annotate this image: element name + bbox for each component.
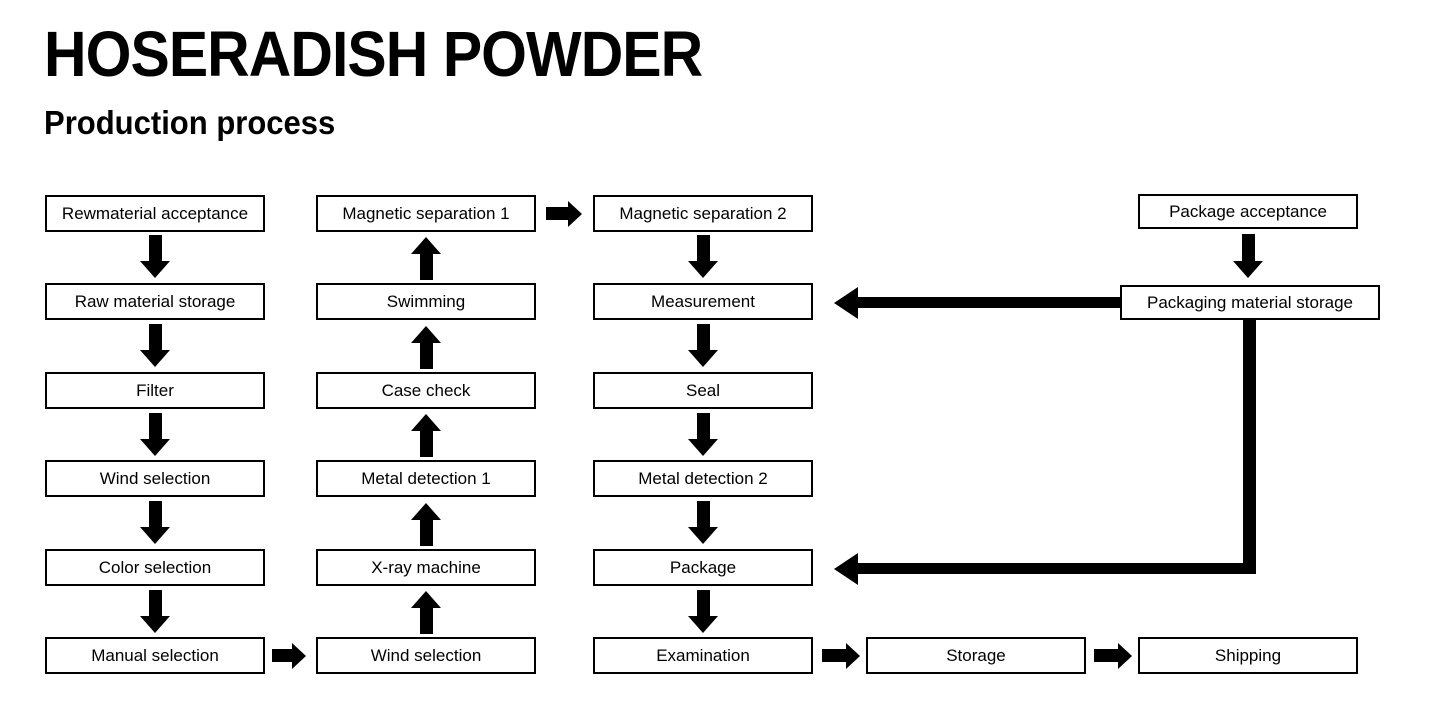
arrow-up-c2-r3 [410,414,442,457]
node-measurement[interactable]: Measurement [593,283,813,320]
arrow-left-packaging-to-package [834,552,1256,585]
arrow-right-storage-to-shipping [1094,639,1132,672]
arrow-down-c3-r5 [687,590,719,633]
arrow-down-c1-r5 [139,590,171,633]
arrow-left-packaging-to-measurement [834,286,1124,319]
node-manual-selection[interactable]: Manual selection [45,637,265,674]
node-filter[interactable]: Filter [45,372,265,409]
node-case-check[interactable]: Case check [316,372,536,409]
node-metal-detection-1[interactable]: Metal detection 1 [316,460,536,497]
arrow-right-magnetic1-to-magnetic2 [546,197,582,230]
node-package[interactable]: Package [593,549,813,586]
connector-vertical-packaging-to-package [1243,320,1256,571]
node-rewmaterial-acceptance[interactable]: Rewmaterial acceptance [45,195,265,232]
arrow-up-c2-r5 [410,591,442,634]
node-color-selection[interactable]: Color selection [45,549,265,586]
arrow-up-c2-r2 [410,326,442,369]
node-magnetic-separation-1[interactable]: Magnetic separation 1 [316,195,536,232]
arrow-down-package-acceptance [1232,234,1264,278]
arrow-right-manual-to-wind [272,639,306,672]
node-metal-detection-2[interactable]: Metal detection 2 [593,460,813,497]
arrow-down-c1-r1 [139,235,171,278]
node-swimming[interactable]: Swimming [316,283,536,320]
arrow-up-c2-r4 [410,503,442,546]
node-magnetic-separation-2[interactable]: Magnetic separation 2 [593,195,813,232]
node-examination[interactable]: Examination [593,637,813,674]
arrow-down-c3-r1 [687,235,719,278]
arrow-down-c1-r2 [139,324,171,367]
node-shipping[interactable]: Shipping [1138,637,1358,674]
node-storage[interactable]: Storage [866,637,1086,674]
arrow-down-c3-r4 [687,501,719,544]
page-title: HOSERADISH POWDER [44,18,703,90]
arrow-down-c1-r3 [139,413,171,456]
node-xray-machine[interactable]: X-ray machine [316,549,536,586]
node-wind-selection-c2[interactable]: Wind selection [316,637,536,674]
arrow-down-c3-r3 [687,413,719,456]
page-subtitle: Production process [44,104,336,141]
arrow-up-c2-r1 [410,237,442,280]
arrow-down-c1-r4 [139,501,171,544]
node-raw-material-storage[interactable]: Raw material storage [45,283,265,320]
node-package-acceptance[interactable]: Package acceptance [1138,194,1358,229]
node-wind-selection-c1[interactable]: Wind selection [45,460,265,497]
arrow-right-examination-to-storage [822,639,860,672]
node-packaging-material-storage[interactable]: Packaging material storage [1120,285,1380,320]
node-seal[interactable]: Seal [593,372,813,409]
arrow-down-c3-r2 [687,324,719,367]
